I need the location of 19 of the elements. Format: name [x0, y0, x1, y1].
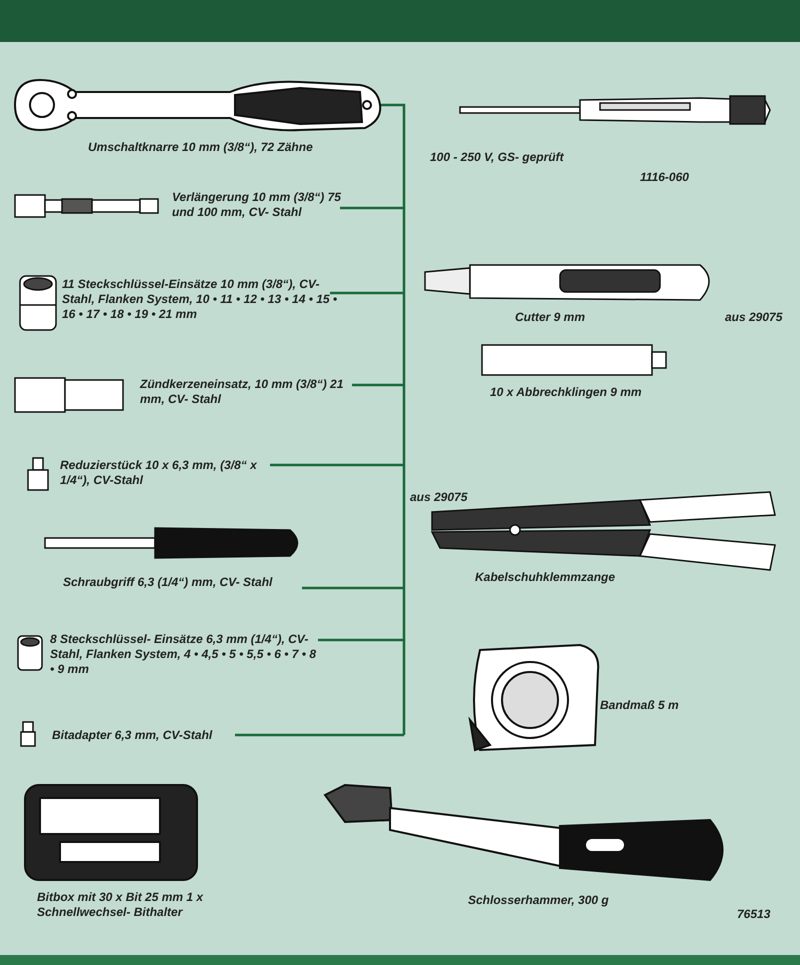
tool-caption: Cutter 9 mm: [515, 310, 586, 325]
part-number: 1116-060: [640, 170, 690, 185]
tool-caption: 10 x Abbrechklingen 9 mm: [490, 385, 643, 400]
part-number: aus 29075: [410, 490, 468, 505]
tool-caption: 11 Steckschlüssel-Einsätze 10 mm (3/8“), CV- Stahl, Flanken System, 10 • 11 • 12 • 13 • 14 • 15 • 16 • 17 • 18 • 19 • 21 mm: [62, 277, 338, 322]
tool-caption: 8 Steckschlüssel- Einsätze 6,3 mm (1/4“), CV- Stahl, Flanken System, 4 • 4,5 • 5 • 5,5 • 6 • 7 • 8 • 9 mm: [50, 632, 317, 677]
tool-caption: Bitadapter 6,3 mm, CV-Stahl: [52, 728, 214, 743]
tool-caption: Umschaltknarre 10 mm (3/8“), 72 Zähne: [88, 140, 314, 155]
part-number: aus 29075: [725, 310, 784, 325]
tool-caption: Zündkerzeneinsatz, 10 mm (3/8“) 21 mm, CV- Stahl: [140, 377, 344, 407]
tool-caption: Schraubgriff 6,3 (1/4“) mm, CV- Stahl: [63, 575, 274, 590]
tool-caption: Verlängerung 10 mm (3/8“) 75 und 100 mm, CV- Stahl: [172, 190, 342, 220]
tool-caption: Reduzierstück 10 x 6,3 mm, (3/8“ x 1/4“), CV-Stahl: [60, 458, 258, 488]
tool-caption: Bandmaß 5 m: [600, 698, 680, 713]
part-number: 76513: [737, 907, 772, 922]
tool-caption: Kabelschuhklemmzange: [475, 570, 616, 585]
tool-caption: Schlosserhammer, 300 g: [468, 893, 610, 908]
tool-caption: Bitbox mit 30 x Bit 25 mm 1 x Schnellwechsel- Bithalter: [37, 890, 204, 920]
tool-caption: 100 - 250 V, GS- geprüft: [430, 150, 565, 165]
